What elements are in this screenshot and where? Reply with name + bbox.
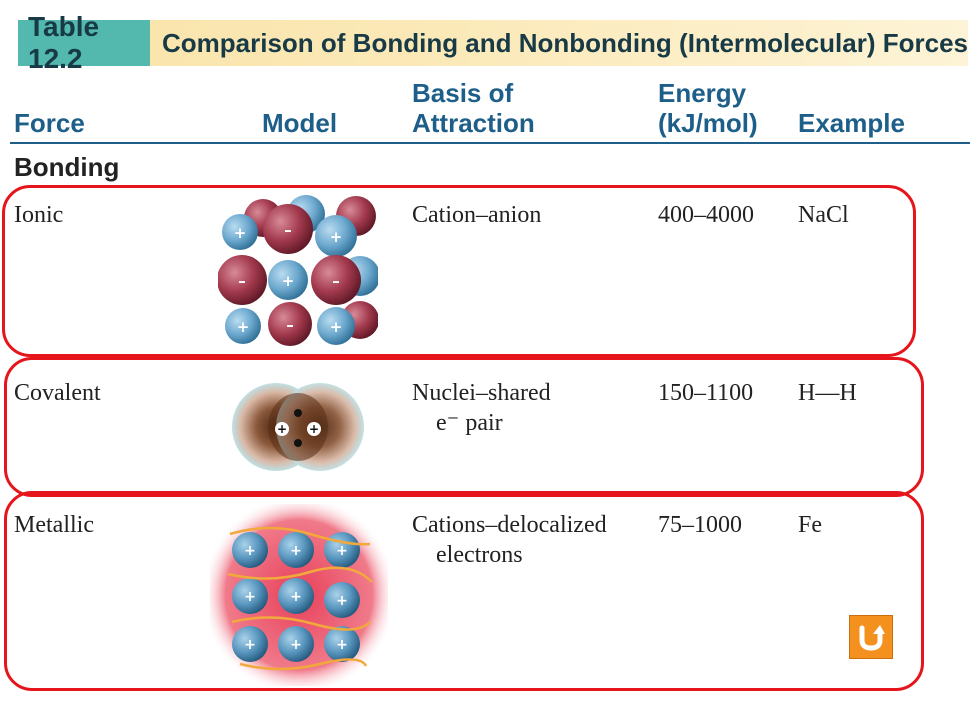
svg-text:+: + <box>244 589 256 605</box>
section-label-bonding: Bonding <box>14 152 120 182</box>
force-cell: Covalent <box>14 380 101 406</box>
svg-text:+: + <box>309 422 319 436</box>
energy-cell: 400–4000 <box>658 202 754 228</box>
svg-text:+: + <box>290 589 302 605</box>
svg-text:+: + <box>244 543 256 559</box>
basis-line1: Cations–delocalized <box>412 512 607 538</box>
svg-text:–: – <box>238 272 246 290</box>
row-highlight-ionic <box>2 185 916 357</box>
return-arrow-icon <box>859 625 885 651</box>
row-highlight-covalent <box>4 357 924 497</box>
svg-text:+: + <box>336 637 348 653</box>
svg-text:+: + <box>290 543 302 559</box>
svg-text:+: + <box>244 637 256 653</box>
svg-text:–: – <box>332 272 340 290</box>
table-number: Table 12.2 <box>18 11 150 74</box>
column-header-model: Model <box>262 108 338 138</box>
svg-text:–: – <box>284 221 292 239</box>
column-header-example: Example <box>798 108 905 138</box>
basis-line1: Nuclei–shared <box>412 380 551 406</box>
force-cell: Metallic <box>14 512 94 538</box>
table-title: Comparison of Bonding and Nonbonding (In… <box>162 27 968 58</box>
force-cell: Ionic <box>14 202 64 228</box>
svg-text:+: + <box>282 272 295 290</box>
column-header-energy-line2: (kJ/mol) <box>658 108 758 138</box>
energy-cell: 75–1000 <box>658 512 742 538</box>
basis-cell: Nuclei–shared e⁻ pair <box>412 378 551 438</box>
example-cell: Fe <box>798 512 822 538</box>
svg-text:+: + <box>330 318 343 336</box>
column-header-basis-line2: Attraction <box>412 108 535 138</box>
header-rule <box>10 142 970 144</box>
energy-cell: 150–1100 <box>658 380 754 406</box>
column-header-force: Force <box>14 108 85 138</box>
basis-line2: e⁻ pair <box>436 410 503 436</box>
column-header-energy-line1: Energy <box>658 78 747 108</box>
basis-cell: Cations–delocalized electrons <box>412 510 607 570</box>
basis-line2: electrons <box>436 542 523 568</box>
column-header-energy: Energy (kJ/mol) <box>658 78 758 138</box>
basis-cell: Cation–anion <box>412 200 541 230</box>
row-highlight-metallic <box>4 491 924 691</box>
covalent-bond-image: ++ <box>232 383 364 471</box>
svg-text:–: – <box>286 316 294 334</box>
svg-text:+: + <box>237 318 250 336</box>
column-header-basis-line1: Basis of <box>412 78 514 108</box>
column-header-basis: Basis of Attraction <box>412 78 535 138</box>
table-title-bar: Table 12.2 Comparison of Bonding and Non… <box>18 11 968 74</box>
svg-text:+: + <box>234 224 247 242</box>
example-cell: H—H <box>798 380 857 406</box>
svg-text:+: + <box>336 593 348 609</box>
svg-text:+: + <box>330 228 343 246</box>
example-cell: NaCl <box>798 202 849 228</box>
ionic-lattice-image: + – + – + – + – + <box>218 195 378 346</box>
return-button[interactable] <box>849 615 893 659</box>
svg-text:+: + <box>336 543 348 559</box>
basis-line1: Cation–anion <box>412 202 542 228</box>
metallic-lattice-image: + + + + + + + + + <box>210 504 388 686</box>
svg-text:+: + <box>277 422 287 436</box>
svg-text:+: + <box>290 637 302 653</box>
